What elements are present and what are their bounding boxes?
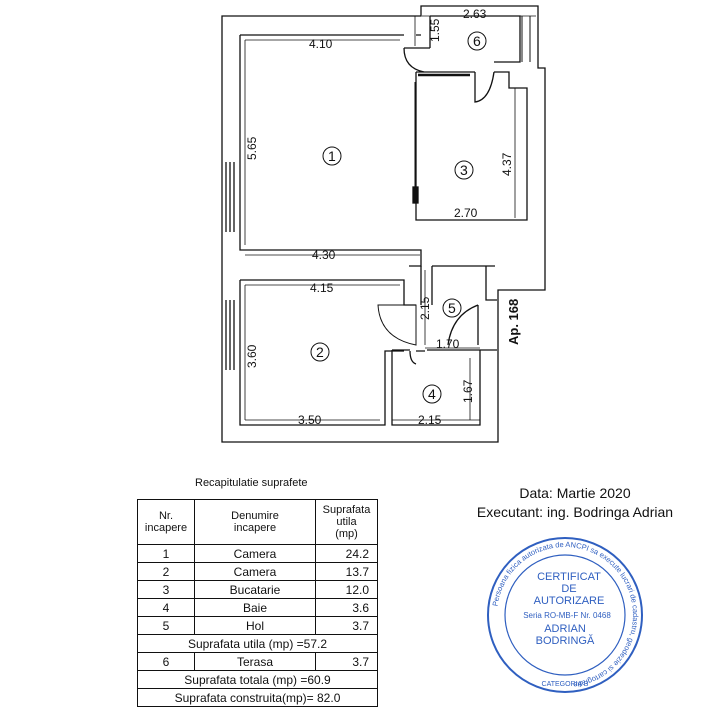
door-room-2	[377, 304, 417, 346]
room-number-5: 5	[448, 300, 456, 316]
document-info: Data: Martie 2020 Executant: ing. Bodrin…	[455, 484, 695, 522]
dim-room2-width: 4.15	[310, 281, 334, 295]
terrace-row: 6 Terasa 3.7	[137, 652, 378, 671]
date-line: Data: Martie 2020	[519, 485, 631, 501]
stamp-series: Seria RO-MB-F Nr. 0468	[523, 611, 611, 620]
useful-total-row: Suprafata utila (mp) =57.2	[137, 634, 378, 653]
room-number-6: 6	[473, 33, 481, 49]
stamp-line-2: DE	[561, 583, 576, 595]
dim-room2-height: 3.60	[245, 344, 259, 368]
table-row: 4 Baie 3.6	[137, 598, 378, 617]
dim-room1-bottom: 4.30	[312, 248, 336, 262]
room-1-walls	[239, 34, 422, 267]
total-row: Suprafata totala (mp) =60.9	[137, 670, 378, 689]
room-number-1: 1	[328, 148, 336, 164]
room-4-walls	[391, 349, 497, 426]
room-number-2: 2	[316, 344, 324, 360]
stamp-line-1: CERTIFICAT	[537, 571, 601, 583]
dim-room2-bottom: 3.50	[298, 413, 322, 427]
door-entrance	[447, 304, 479, 346]
recap-title: Recapitulatie suprafete	[195, 477, 308, 489]
dim-bath-bottom: 2.15	[418, 413, 442, 427]
dim-hall-height: 2.15	[418, 296, 432, 320]
window-room-2	[225, 300, 235, 370]
dim-room3-width: 2.70	[454, 206, 478, 220]
room-2-walls	[239, 279, 425, 426]
header-nr: Nr.incapere	[137, 499, 195, 545]
outer-wall	[221, 5, 546, 443]
dim-terrace-depth: 1.55	[428, 18, 442, 42]
window-room-1	[225, 162, 235, 232]
door-terrace	[403, 47, 430, 73]
stamp-category: CATEGORIA B	[542, 681, 589, 688]
room-number-3: 3	[460, 162, 468, 178]
table-row: 2 Camera 13.7	[137, 562, 378, 581]
apartment-label: Ap. 168	[506, 299, 521, 345]
stamp-line-3: AUTORIZARE	[534, 595, 605, 607]
table-row: 3 Bucatarie 12.0	[137, 580, 378, 599]
stamp-name-1: ADRIAN	[544, 623, 586, 635]
dim-bath-top: 1.70	[436, 337, 460, 351]
floor-plan: 2.63 1.55 4.10 5.65 4.30 4.37 2.70 4.15 …	[221, 5, 546, 443]
table-row: 5 Hol 3.7	[137, 616, 378, 635]
stamp-name-2: BODRINGĂ	[536, 634, 595, 647]
author-line: Executant: ing. Bodringa Adrian	[476, 504, 674, 520]
table-row: 1 Camera 24.2	[137, 544, 378, 563]
dim-room3-height: 4.37	[500, 152, 514, 176]
built-row: Suprafata construita(mp)= 82.0	[137, 688, 378, 707]
dim-room1-height: 5.65	[245, 136, 259, 160]
room-number-4: 4	[428, 386, 436, 402]
door-kitchen	[474, 71, 495, 103]
room-3-walls	[415, 71, 528, 221]
dim-bath-height: 1.67	[461, 379, 475, 403]
door-bath	[409, 350, 417, 365]
authorization-stamp: Persoana fizica autorizata de ANCPI sa e…	[487, 537, 643, 693]
dim-terrace-width: 2.63	[463, 7, 487, 21]
dim-room1-width: 4.10	[309, 37, 333, 51]
